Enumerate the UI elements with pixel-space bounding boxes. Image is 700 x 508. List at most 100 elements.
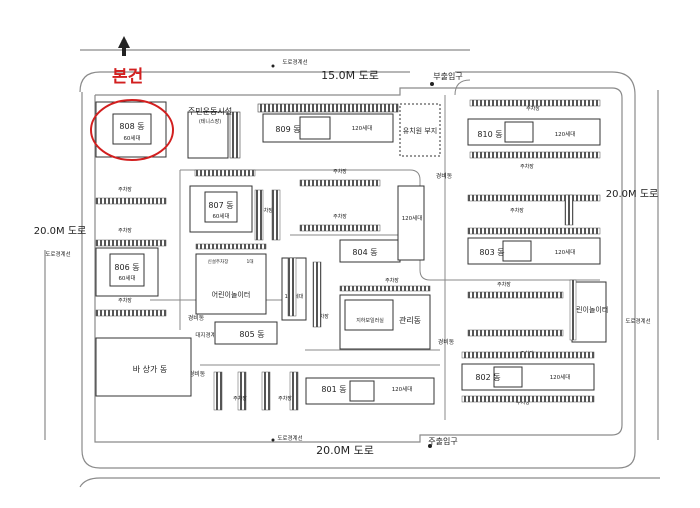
building-805-name: 805 동 [239,330,264,339]
new-parking-count: 1대 [246,258,253,265]
boundary-marker-icon [271,64,275,68]
playground-east: 어린이놀이터 [570,281,609,343]
building-810-units: 120세대 [555,130,576,138]
playground-west: 어린이놀이터 신설주차장 1대 [195,243,267,315]
building-803-units: 120세대 [555,248,576,256]
building-810-name: 810 동 [477,130,502,139]
boundary-label-bottom: 도로경계선 [277,434,302,442]
building-801-name: 801 동 [321,385,346,394]
guard-house-label: 경비동 [438,338,455,346]
building-804-name: 804 동 [352,248,377,257]
building-804-units: 120세대 [402,214,423,222]
misc-parking-strips [194,169,577,341]
building-808: 808 동 60세대 [95,101,167,158]
road-label-bottom: 20.0M 도로 [316,444,374,457]
building-community: 주민운동시설 (테니스장) [187,106,241,159]
building-803: 803 동 120세대 [467,237,601,265]
store-label: 바 상가 동 [133,364,168,374]
parking-strip [461,395,595,403]
site-boundary [94,87,623,443]
subject-property-label: 본건 [112,67,143,87]
management-label: 관리동 [399,315,421,325]
building-809-name: 809 동 [275,125,300,134]
boundary-label-top: 도로경계선 [282,58,307,66]
parking-label: 주차장 [315,313,329,320]
parking-strip [467,291,564,299]
parking-label: 주차장 [497,281,511,288]
parking-strip [299,224,381,232]
parking-label: 주차장 [526,105,540,112]
parking-strip [467,227,601,235]
road-label-top: 15.0M 도로 [321,69,379,82]
parking-strip [339,285,431,292]
main-entrance-label: 주출입구 [428,436,457,446]
guard-house-label: 경비동 [436,172,453,180]
building-810: 810 동 120세대 [467,118,601,146]
building-803-name: 803 동 [479,248,504,257]
parking-label: 주차장 [385,277,399,284]
parking-label: 주차장 [333,168,347,175]
building-801-units: 120세대 [392,385,413,393]
gate-marker-icon [430,82,434,86]
building-store: 바 상가 동 [95,337,192,397]
building-805: 805 동 [214,321,278,345]
playground-west-label: 어린이놀이터 [212,290,251,299]
parking-strip [95,309,167,317]
building-806-units: 60세대 [118,274,135,282]
parking-strip [467,194,601,202]
building-801: 801 동 120세대 [305,377,435,405]
parking-label: 주차장 [259,207,273,214]
outer-roads [44,49,660,488]
guard-house-label: 경비동 [189,370,206,378]
parking-strip [469,151,601,159]
community-name: 주민운동시설 [188,106,232,116]
building-806-name: 806 동 [114,263,139,272]
parking-strip [467,329,564,337]
building-management: 지하보일러실 관리동 [339,294,431,350]
gate-marker-icon [428,444,432,448]
building-802: 802 동 120세대 [461,363,595,391]
parking-lanes-bottom: 주차장 주차장 [213,371,299,411]
kindergarten-site: 유치원 부지 [399,103,441,157]
community-sub: (테니스장) [199,118,221,125]
parking-strip [299,179,381,187]
building-802-name: 802 동 [475,373,500,382]
building-807: 807 동 60세대 [189,185,253,233]
parking-label: 주차장 [278,395,292,402]
building-809: 809 동 120세대 [257,103,399,143]
road-label-left: 20.0M 도로 [34,226,86,237]
sub-entrance-label: 부출입구 [433,71,462,81]
building-809-units: 120세대 [352,124,373,132]
parking-label: 주차장 [118,297,132,304]
boundary-label-left: 도로경계선 [45,250,70,258]
parking-label: 주차장 [333,213,347,220]
parking-label: 주차장 [520,163,534,170]
building-802-units: 120세대 [550,373,571,381]
kindergarten-label: 유치원 부지 [403,126,437,135]
building-804: 804 동 120세대 [339,185,425,263]
site-boundary-label: 대지경계선 [195,331,220,339]
parking-strip [95,239,167,247]
boiler-room-label: 지하보일러실 [356,317,384,324]
building-807-units: 60세대 [212,212,229,220]
north-arrow-icon: N [118,36,130,56]
parking-strip [461,351,595,359]
parking-label: 주차장 [233,395,247,402]
boundary-label-right: 도로경계선 [625,317,650,325]
building-808-units: 60세대 [123,134,140,142]
parking-label: 주차장 [118,227,132,234]
building-807-name: 807 동 [208,201,233,210]
road-label-right: 20.0M 도로 [606,189,658,200]
parking-strip [469,99,601,107]
parking-label: 주차장 [118,186,132,193]
guard-house-label: 경비동 [188,314,205,322]
building-808-name: 808 동 [119,122,144,131]
building-806: 806 동 60세대 [95,247,159,297]
parking-strip [95,197,167,205]
playground-east-label: 어린이놀이터 [570,305,609,314]
boundary-marker-icon [271,438,275,442]
subject-highlight-circle [90,99,174,161]
new-parking-label: 신설주차장 [208,258,229,265]
parking-label: 주차장 [516,399,530,406]
